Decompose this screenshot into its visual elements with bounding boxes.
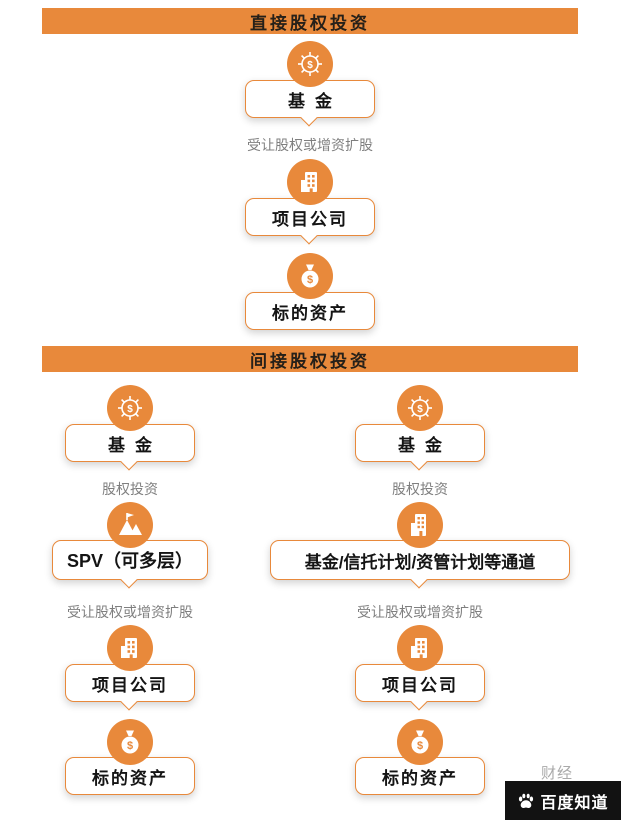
- source-watermark-text: 财经: [541, 765, 574, 782]
- svg-text:$: $: [127, 740, 133, 752]
- connector-tail: [300, 109, 318, 127]
- node-asset-direct-label: 标的资产: [272, 303, 348, 323]
- connector-tail: [410, 453, 428, 471]
- gear-coin-icon: $: [107, 385, 153, 431]
- connector-tail: [410, 693, 428, 711]
- section-indirect-title: 间接股权投资: [250, 351, 370, 371]
- section-indirect-header: 间接股权投资: [42, 346, 578, 372]
- node-spv-label: SPV（可多层）: [66, 551, 194, 571]
- building-icon: [397, 502, 443, 548]
- svg-text:$: $: [307, 274, 313, 286]
- svg-text:$: $: [307, 60, 313, 71]
- connector-tail: [120, 571, 138, 589]
- moneybag-icon: $: [397, 719, 443, 765]
- baidu-paw-icon: [517, 792, 535, 810]
- connector-tail: [120, 693, 138, 711]
- moneybag-icon: $: [287, 253, 333, 299]
- section-direct-header: 直接股权投资: [42, 8, 578, 34]
- node-project-left: 项目公司: [65, 664, 195, 711]
- svg-text:$: $: [417, 404, 423, 415]
- node-fund-left-label: 基金: [108, 435, 162, 455]
- node-fund-direct-label: 基金: [288, 91, 342, 111]
- connector-tail: [410, 571, 428, 589]
- baidu-zhidao-watermark: 百度知道: [505, 781, 621, 820]
- connector-equity-right: 股权投资: [392, 481, 448, 497]
- section-direct-title: 直接股权投资: [250, 13, 370, 33]
- mountain-flag-icon: [107, 502, 153, 548]
- node-asset-left-label: 标的资产: [92, 768, 168, 788]
- node-project-left-label: 项目公司: [92, 675, 168, 695]
- baidu-zhidao-label: 百度知道: [540, 794, 609, 812]
- moneybag-icon: $: [107, 719, 153, 765]
- svg-text:$: $: [417, 740, 423, 752]
- node-project-right-label: 项目公司: [382, 675, 458, 695]
- connector-tail: [300, 227, 318, 245]
- gear-coin-icon: $: [287, 41, 333, 87]
- connector-transfer-right: 受让股权或增资扩股: [357, 604, 483, 620]
- connector-transfer-left: 受让股权或增资扩股: [67, 604, 193, 620]
- building-icon: [397, 625, 443, 671]
- gear-coin-icon: $: [397, 385, 443, 431]
- node-project-direct: 项目公司: [245, 198, 375, 245]
- svg-text:$: $: [127, 404, 133, 415]
- connector-tail: [120, 453, 138, 471]
- node-project-direct-label: 项目公司: [272, 209, 348, 229]
- node-asset-right-label: 标的资产: [382, 768, 458, 788]
- node-channel-label: 基金/信托计划/资管计划等通道: [304, 552, 536, 572]
- connector-transfer-direct: 受让股权或增资扩股: [247, 137, 373, 153]
- node-fund-right-label: 基金: [398, 435, 452, 455]
- building-icon: [107, 625, 153, 671]
- building-icon: [287, 159, 333, 205]
- connector-equity-left: 股权投资: [102, 481, 158, 497]
